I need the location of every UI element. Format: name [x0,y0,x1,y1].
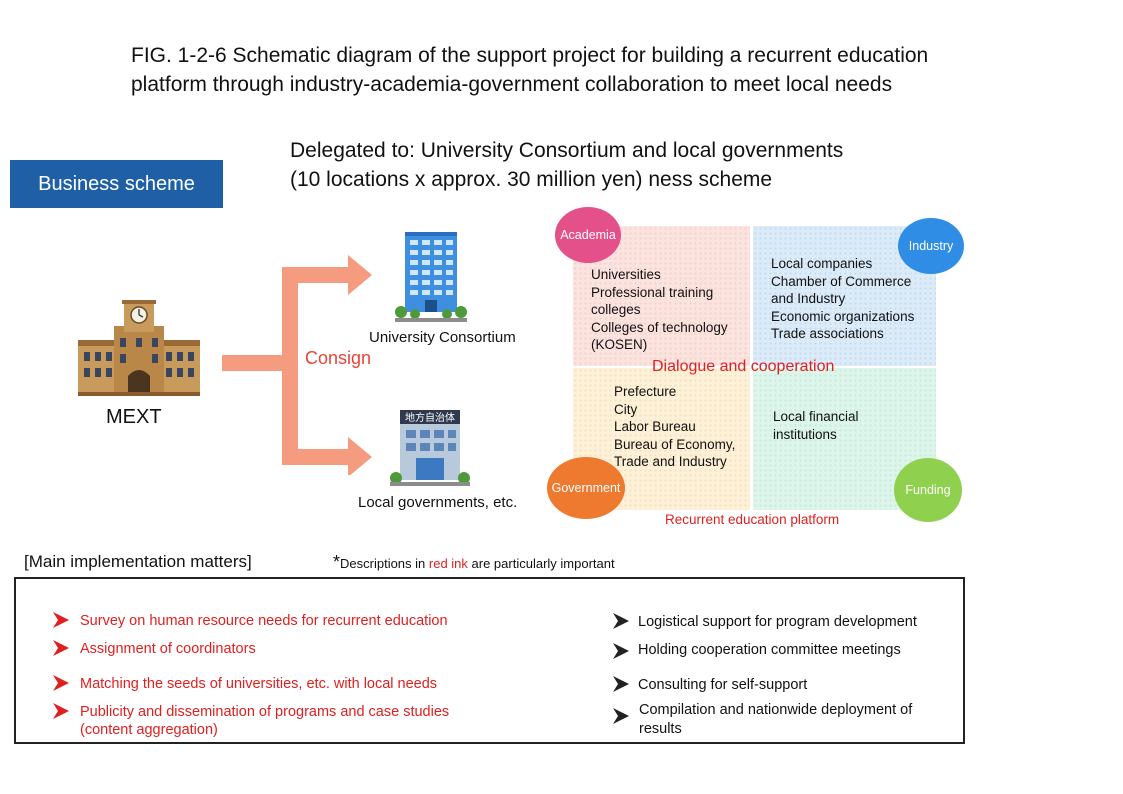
business-scheme-label: Business scheme [10,160,223,208]
matter-left-item-continued: (content aggregation) [80,722,218,738]
implementation-matters-box [14,577,965,744]
note-star: * [333,552,341,572]
academia-item: (KOSEN) [591,337,648,352]
local-gov-sign-text: 地方自治体 [405,411,455,424]
matter-right-item: Consulting for self-support [638,677,808,693]
arrow-bullet-icon [53,703,69,719]
academia-item: colleges [591,302,641,317]
matter-right-item: Holding cooperation committee meetings [638,642,901,658]
note-text-red: red ink [428,556,468,571]
industry-circle: Industry [898,218,964,274]
matter-left-item: Matching the seeds of universities, etc.… [80,676,438,692]
local-government-building-icon: 地方自治体 [390,410,470,486]
arrow-bullet-icon [53,675,69,691]
importance-note: *Descriptions in red ink are particularl… [333,552,615,573]
government-item: City [614,401,638,417]
matter-left-item: Survey on human resource needs for recur… [80,613,448,629]
delegation-line1: Delegated to: University Consortium and … [290,139,844,162]
matter-right-item-continued: results [639,721,682,737]
main-matters-heading: [Main implementation matters] [24,552,252,571]
arrow-bullet-icon [613,676,629,692]
arrow-bullet-icon [613,613,629,629]
matter-left-item: Publicity and dissemination of programs … [80,704,450,720]
government-item: Trade and Industry [614,454,727,469]
consign-label: Consign [305,348,372,368]
academia-item: Universities [591,267,661,282]
arrow-bullet-icon [613,643,629,659]
dialogue-cooperation-label: Dialogue and cooperation [652,358,835,375]
academia-circle: Academia [555,207,621,263]
figure-title-line2: platform through industry-academia-gover… [131,73,893,96]
delegation-line2: (10 locations x approx. 30 million yen) … [290,168,773,191]
industry-item: and Industry [771,291,846,306]
university-consortium-label: University Consortium [369,329,516,346]
note-text-post: are particularly important [467,556,615,571]
matter-right-item: Compilation and nationwide deployment of [639,702,913,718]
local-governments-label: Local governments, etc. [358,494,518,511]
government-item: Bureau of Economy, [614,436,736,452]
government-item: Prefecture [614,384,677,399]
arrow-bullet-icon [53,612,69,628]
figure-title-line1: FIG. 1-2-6 Schematic diagram of the supp… [131,44,929,67]
arrow-bullet-icon [53,640,69,656]
consign-arrows [222,255,372,475]
funding-item: Local financial [773,409,859,424]
industry-item: Local companies [771,256,873,271]
matter-left-item: Assignment of coordinators [80,641,256,657]
industry-item: Economic organizations [771,308,915,324]
government-item: Labor Bureau [614,419,696,434]
mext-building-icon [78,300,200,396]
mext-label: MEXT [106,406,162,428]
funding-item: institutions [773,426,837,442]
government-quadrant: Prefecture City Labor Bureau Bureau of E… [573,368,750,510]
note-text-pre: Descriptions in [340,556,429,571]
platform-caption: Recurrent education platform [665,512,840,527]
arrow-bullet-icon [613,708,629,724]
industry-item: Chamber of Commerce [771,273,912,289]
academia-item: Colleges of technology [591,319,728,335]
industry-item: Trade associations [771,326,884,341]
funding-circle: Funding [894,458,962,522]
government-circle: Government [547,457,625,519]
matter-right-item: Logistical support for program developme… [638,614,917,630]
academia-item: Professional training [591,284,714,300]
university-consortium-building-icon [395,232,467,322]
